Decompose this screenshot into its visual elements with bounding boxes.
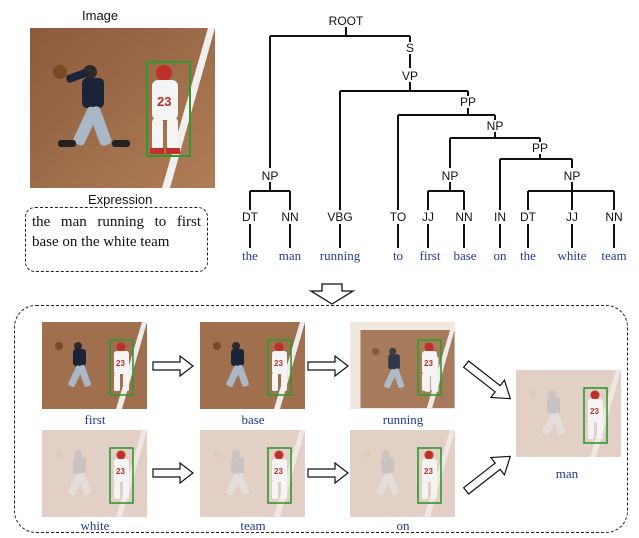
right-arrow-icon [152,462,194,484]
step-label-white: white [80,518,110,533]
word: running [320,248,361,263]
node-s: S [406,41,414,55]
runner-figure: 23 [150,65,180,154]
step-label-running: running [382,412,424,427]
thumb-running [350,322,455,409]
tag: TO [390,210,406,224]
diagonal-down-arrow-icon [462,360,512,400]
tag: NN [281,210,298,224]
tag: NN [605,210,622,224]
word: the [520,248,536,263]
expression-box: the man running to first base on the whi… [25,207,208,272]
word: white [558,248,587,263]
thumb-white [42,430,147,517]
step-label-team: team [240,518,266,533]
word: man [279,248,302,263]
tag: VBG [327,210,352,224]
node-pp2: PP [532,141,548,155]
step-label-first: first [84,412,106,427]
right-arrow-icon [152,355,194,377]
pitcher-figure [53,65,130,147]
parse-tree: ROOT S VP PP NP PP NP NP NP DT NN VBG TO… [242,14,627,263]
word: first [420,248,441,263]
image-title: Image [82,8,119,23]
thumb-first [42,322,147,409]
right-arrow-icon [307,355,349,377]
word: base [453,248,476,263]
node-np-right: NP [564,169,581,183]
word: team [601,248,626,263]
tag: IN [494,210,506,224]
thumb-man [516,370,621,457]
word: the [242,248,258,263]
attention-steps-panel [14,305,628,533]
down-arrow-icon [308,283,356,305]
step-label-on: on [396,518,410,533]
node-np-left: NP [262,169,279,183]
diagonal-up-arrow-icon [462,455,512,495]
tag: DT [242,210,259,224]
step-label-base: base [241,412,265,427]
tag: NN [455,210,472,224]
tag: JJ [422,210,434,224]
expression-title: Expression [88,192,153,207]
tag: DT [520,210,537,224]
node-np-mid: NP [442,169,459,183]
svg-text:23: 23 [157,94,171,109]
node-root: ROOT [329,14,364,28]
thumb-on [350,430,455,517]
word: to [393,248,403,263]
main-photo: 23 [30,28,215,188]
word: on [494,248,508,263]
node-pp1: PP [460,95,476,109]
step-label-man: man [555,466,579,481]
node-np1: NP [487,119,504,133]
node-vp: VP [402,69,418,83]
tag: JJ [566,210,578,224]
right-arrow-icon [307,462,349,484]
thumb-base [200,322,305,409]
thumb-team [200,430,305,517]
